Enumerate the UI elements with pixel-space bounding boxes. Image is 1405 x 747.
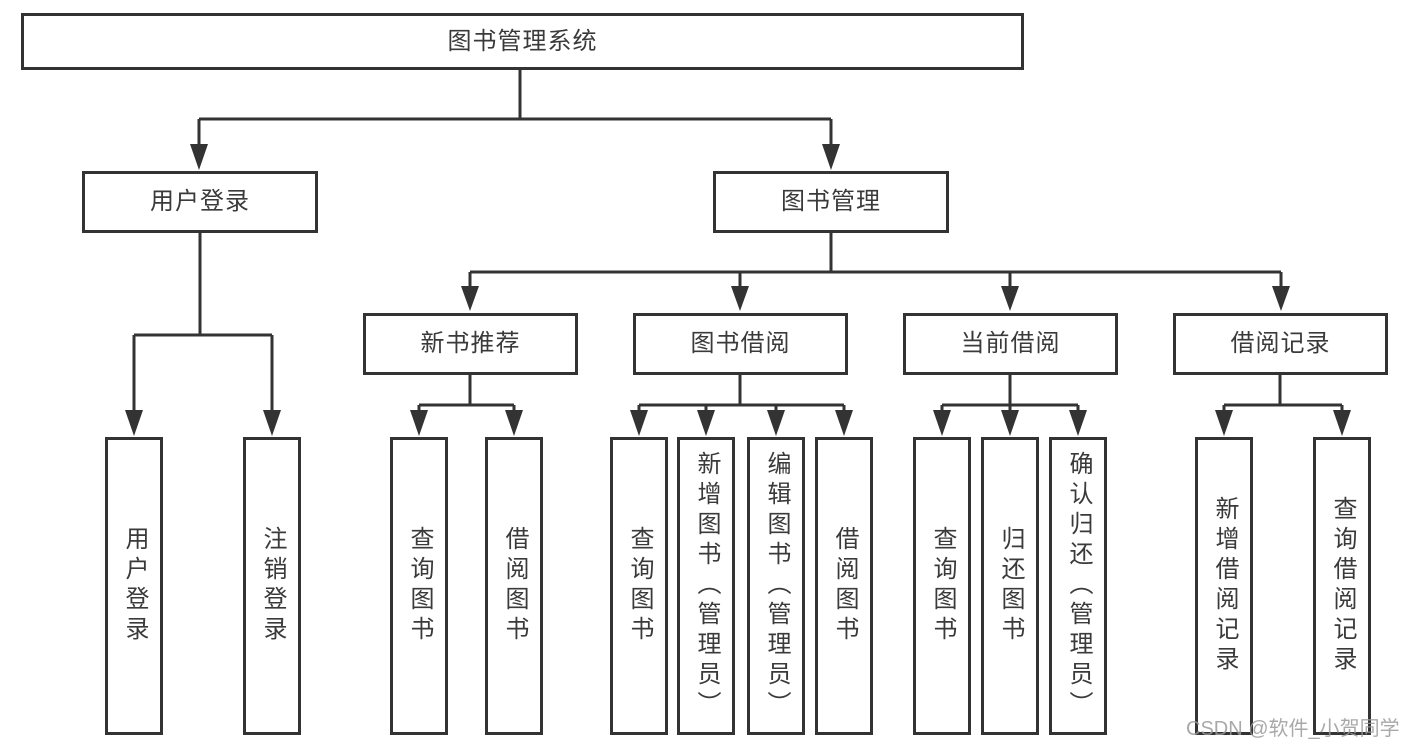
arrow-down-icon [835, 410, 853, 436]
leaf-add-book-admin-label: 新增图书（管理员） [693, 451, 720, 721]
arrow-down-icon [410, 410, 428, 436]
leaf-query-books-current: 查询图书 [913, 437, 971, 735]
leaf-query-books-recommend-label: 查询图书 [406, 526, 433, 646]
node-user-login: 用户登录 [82, 171, 318, 233]
leaf-query-books-recommend: 查询图书 [390, 437, 448, 735]
arrow-down-icon [767, 410, 785, 436]
node-new-book-recommend-label: 新书推荐 [420, 330, 521, 357]
node-borrow-records: 借阅记录 [1173, 313, 1388, 375]
leaf-logout: 注销登录 [243, 437, 301, 735]
arrow-down-icon [697, 410, 715, 436]
arrow-down-icon [630, 410, 648, 436]
leaf-borrow-books: 借阅图书 [815, 437, 873, 735]
arrow-down-icon [263, 410, 281, 436]
node-new-book-recommend: 新书推荐 [363, 313, 578, 375]
arrow-down-icon [1069, 410, 1087, 436]
leaf-return-book: 归还图书 [981, 437, 1039, 735]
connector-new-book-to-leaves [417, 375, 516, 412]
leaf-user-login: 用户登录 [105, 437, 163, 735]
leaf-borrow-books-label: 借阅图书 [831, 526, 858, 646]
arrow-down-icon [1333, 410, 1351, 436]
leaf-confirm-return-admin-label: 确认归还（管理员） [1065, 451, 1092, 721]
leaf-confirm-return-admin: 确认归还（管理员） [1049, 437, 1107, 735]
node-book-management-label: 图书管理 [781, 188, 881, 215]
arrow-down-icon [461, 286, 479, 311]
node-user-login-label: 用户登录 [150, 188, 250, 215]
leaf-query-books-borrow-label: 查询图书 [626, 526, 653, 646]
leaf-add-borrow-record: 新增借阅记录 [1195, 437, 1253, 735]
node-borrow-records-label: 借阅记录 [1230, 330, 1331, 357]
connector-current-borrow-to-leaves [940, 375, 1080, 412]
connector-root-to-level2 [197, 70, 833, 146]
leaf-add-borrow-record-label: 新增借阅记录 [1211, 496, 1238, 676]
arrow-down-icon [731, 286, 749, 311]
arrow-down-icon [1215, 410, 1233, 436]
arrow-down-icon [190, 144, 208, 170]
leaf-query-books-current-label: 查询图书 [929, 526, 956, 646]
leaf-edit-book-admin-label: 编辑图书（管理员） [763, 451, 790, 721]
arrow-down-icon [933, 410, 951, 436]
connector-book-borrow-to-leaves [637, 375, 846, 412]
leaf-return-book-label: 归还图书 [997, 526, 1024, 646]
node-root-label: 图书管理系统 [447, 27, 598, 55]
leaf-edit-book-admin: 编辑图书（管理员） [747, 437, 805, 735]
leaf-query-borrow-record-label: 查询借阅记录 [1329, 496, 1356, 676]
leaf-query-borrow-record: 查询借阅记录 [1313, 437, 1371, 735]
node-book-borrow: 图书借阅 [633, 313, 848, 375]
arrow-down-icon [1001, 286, 1019, 311]
arrow-down-icon [822, 144, 840, 170]
node-root: 图书管理系统 [21, 13, 1024, 70]
node-book-borrow-label: 图书借阅 [690, 330, 791, 357]
leaf-add-book-admin: 新增图书（管理员） [677, 437, 735, 735]
arrow-down-icon [125, 410, 143, 436]
node-book-management: 图书管理 [713, 171, 949, 233]
leaf-user-login-label: 用户登录 [121, 526, 148, 646]
node-current-borrow-label: 当前借阅 [960, 330, 1061, 357]
arrow-down-icon [505, 410, 523, 436]
leaf-borrow-books-recommend: 借阅图书 [485, 437, 543, 735]
node-current-borrow: 当前借阅 [903, 313, 1118, 375]
watermark-text: CSDN @软件_小贺同学 [1186, 718, 1400, 740]
leaf-logout-label: 注销登录 [259, 526, 286, 646]
leaf-query-books-borrow: 查询图书 [610, 437, 668, 735]
arrow-down-icon [1272, 286, 1290, 311]
connector-user-login-to-leaves [132, 233, 274, 412]
arrow-down-icon [1001, 410, 1019, 436]
leaf-borrow-books-recommend-label: 借阅图书 [501, 526, 528, 646]
connector-borrow-records-to-leaves [1222, 375, 1344, 412]
connector-book-mgmt-to-level3 [468, 233, 1283, 288]
